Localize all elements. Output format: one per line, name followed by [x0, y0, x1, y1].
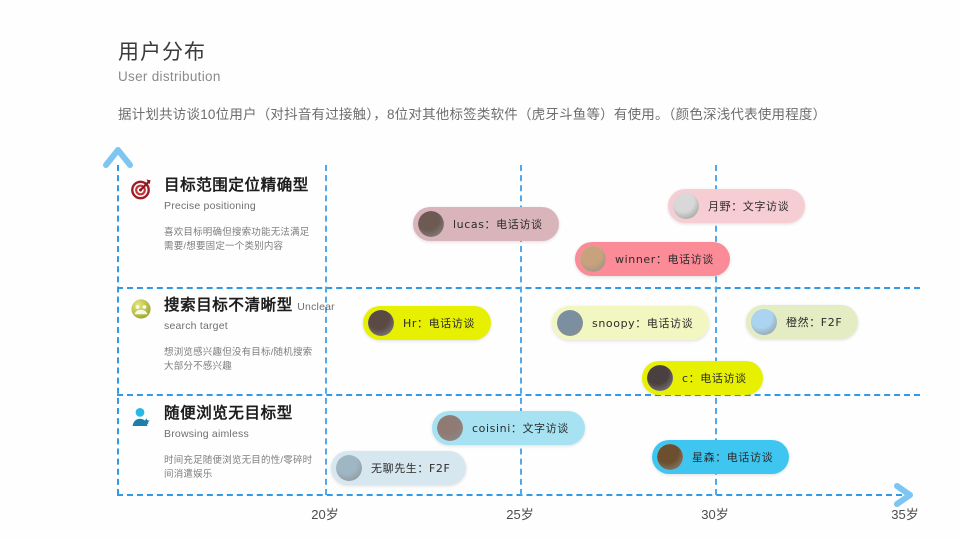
user-chip[interactable]: lucas：电话访谈: [413, 207, 559, 241]
header-block: 用户分布 User distribution: [118, 40, 221, 85]
avatar: [368, 310, 394, 336]
category-names: 搜索目标不清晰型 Unclear search target: [164, 296, 340, 334]
category-title-en: Unclear search target: [164, 301, 335, 332]
user-chip-label: Hr：电话访谈: [403, 317, 475, 330]
avatar: [336, 455, 362, 481]
avatar: [673, 193, 699, 219]
category-row-unclear-search-target: 搜索目标不清晰型 Unclear search target 想浏览感兴趣但没有…: [130, 296, 340, 374]
category-row-precise-positioning: 目标范围定位精确型 Precise positioning 喜欢目标明确但搜索功…: [130, 176, 340, 254]
category-title-cn: 搜索目标不清晰型: [164, 297, 293, 314]
row-divider-1: [117, 287, 920, 289]
y-axis-line: [117, 165, 119, 495]
category-title-cn: 随便浏览无目标型: [164, 405, 293, 422]
x-axis-tick-label: 20岁: [311, 507, 339, 522]
avatar: [657, 444, 683, 470]
user-chip[interactable]: winner：电话访谈: [575, 242, 730, 276]
user-chip-label: 无聊先生：F2F: [371, 462, 451, 475]
user-chip[interactable]: coisini：文字访谈: [432, 411, 585, 445]
avatar: [557, 310, 583, 336]
category-description: 喜欢目标明确但搜索功能无法满足需要/想要固定一个类别内容: [164, 227, 310, 252]
category-names: 随便浏览无目标型 Browsing aimless: [164, 404, 340, 442]
avatar: [580, 246, 606, 272]
avatar: [751, 309, 777, 335]
user-chip[interactable]: 月野：文字访谈: [668, 189, 806, 223]
avatar: [437, 415, 463, 441]
category-row-browsing-aimless: 随便浏览无目标型 Browsing aimless 时间充足随便浏览无目的性/零…: [130, 404, 340, 482]
target-icon: [130, 178, 152, 200]
user-chip-label: 橙然：F2F: [786, 316, 843, 329]
category-head: 随便浏览无目标型 Browsing aimless: [130, 404, 340, 442]
category-head: 搜索目标不清晰型 Unclear search target: [130, 296, 340, 334]
user-chip-label: 星森：电话访谈: [692, 451, 774, 464]
user-chip-label: winner：电话访谈: [615, 253, 714, 266]
avatar: [418, 211, 444, 237]
user-chip-label: lucas：电话访谈: [453, 218, 543, 231]
category-head: 目标范围定位精确型 Precise positioning: [130, 176, 340, 214]
avatar: [647, 365, 673, 391]
x-axis-line: [117, 494, 902, 496]
x-axis-tick-label: 35岁: [891, 507, 919, 522]
user-chip-label: c：电话访谈: [682, 372, 747, 385]
user-chip[interactable]: snoopy：电话访谈: [552, 306, 710, 340]
person-icon: [130, 406, 152, 428]
category-title-cn: 目标范围定位精确型: [164, 177, 309, 194]
user-chip[interactable]: 星森：电话访谈: [652, 440, 790, 474]
category-names: 目标范围定位精确型 Precise positioning: [164, 176, 340, 214]
user-chip-label: coisini：文字访谈: [472, 422, 569, 435]
x-axis-arrow-icon: [893, 483, 915, 507]
user-chip[interactable]: 橙然：F2F: [746, 305, 859, 339]
user-chip-label: snoopy：电话访谈: [592, 317, 694, 330]
user-chip[interactable]: 无聊先生：F2F: [331, 451, 467, 485]
page-subtitle-en: User distribution: [118, 69, 221, 84]
x-axis-tick-label: 30岁: [701, 507, 729, 522]
category-description: 想浏览感兴趣但没有目标/随机搜索大部分不感兴趣: [164, 347, 313, 372]
group-icon: [130, 298, 152, 320]
description-text: 据计划共访谈10位用户（对抖音有过接触），8位对其他标签类软件（虎牙斗鱼等）有使…: [118, 107, 827, 122]
row-divider-2: [117, 394, 920, 396]
user-chip[interactable]: Hr：电话访谈: [363, 306, 491, 340]
user-chip[interactable]: c：电话访谈: [642, 361, 763, 395]
category-title-en: Precise positioning: [164, 200, 256, 212]
page-title: 用户分布: [118, 41, 206, 64]
category-title-en: Browsing aimless: [164, 428, 249, 440]
category-description: 时间充足随便浏览无目的性/零碎时间消遣娱乐: [164, 455, 313, 480]
x-axis-tick-label: 25岁: [506, 507, 534, 522]
user-chip-label: 月野：文字访谈: [708, 200, 790, 213]
y-axis-arrow-icon: [103, 146, 133, 168]
